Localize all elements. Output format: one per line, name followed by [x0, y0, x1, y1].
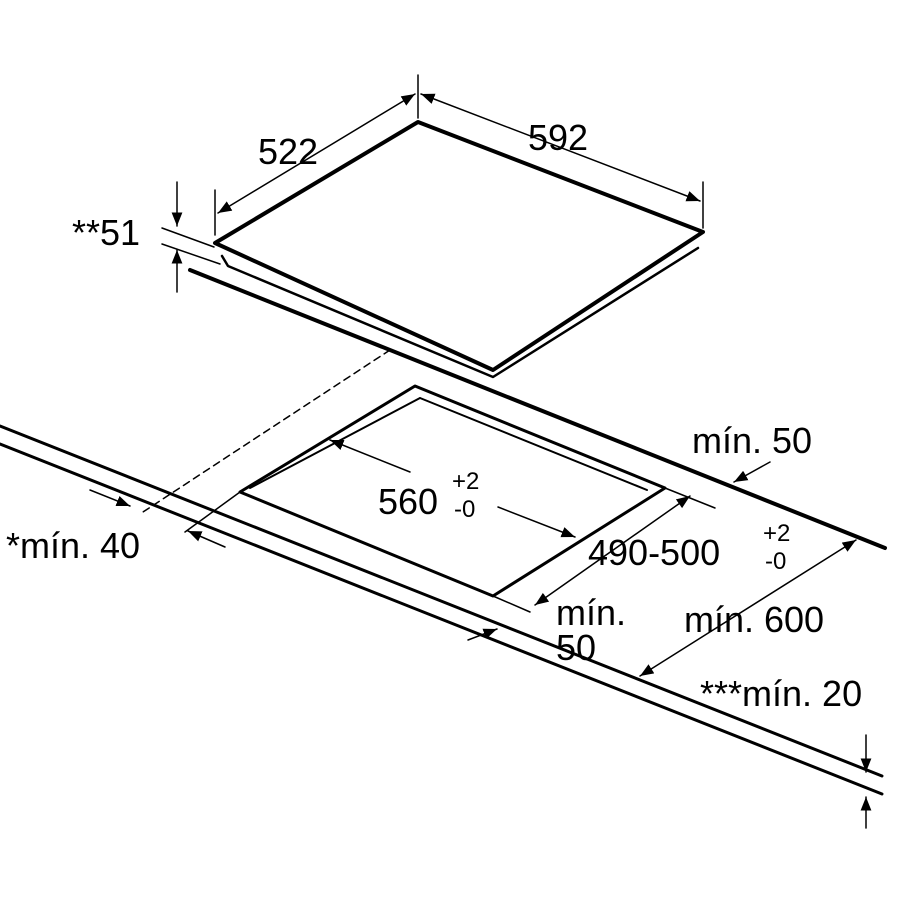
- hob-height-label: **51: [72, 212, 141, 253]
- cutout-width-tol-minus: -0: [454, 496, 476, 523]
- dim-592-line: [420, 93, 701, 202]
- hob-base: [220, 246, 700, 379]
- cutout-width-tol-plus: +2: [452, 468, 480, 495]
- dim-522-line: [217, 93, 416, 214]
- min-side-label: *mín. 40: [6, 525, 141, 566]
- hob-depth-label: 522: [258, 131, 319, 172]
- worktop-back-edge: [188, 268, 887, 550]
- min-back-label: mín. 50: [692, 420, 813, 461]
- cutout-depth-tol-minus: -0: [765, 548, 787, 575]
- cutout-depth-tol-plus: +2: [763, 520, 791, 547]
- cutout-width-label: 560: [378, 481, 439, 522]
- min-front-label-2: 50: [556, 627, 597, 668]
- dashed-guide: [142, 349, 391, 513]
- min-worktop-thickness-label: ***mín. 20: [700, 673, 863, 714]
- worktop-front-top: [0, 424, 884, 778]
- cutout-depth-label: 490-500: [588, 532, 721, 573]
- hob-width-label: 592: [528, 117, 589, 158]
- min-worktop-depth-label: mín. 600: [684, 599, 825, 640]
- cutout-inner: [249, 397, 648, 491]
- min-front-label-1: mín.: [556, 592, 627, 633]
- worktop-front-bottom: [0, 442, 884, 796]
